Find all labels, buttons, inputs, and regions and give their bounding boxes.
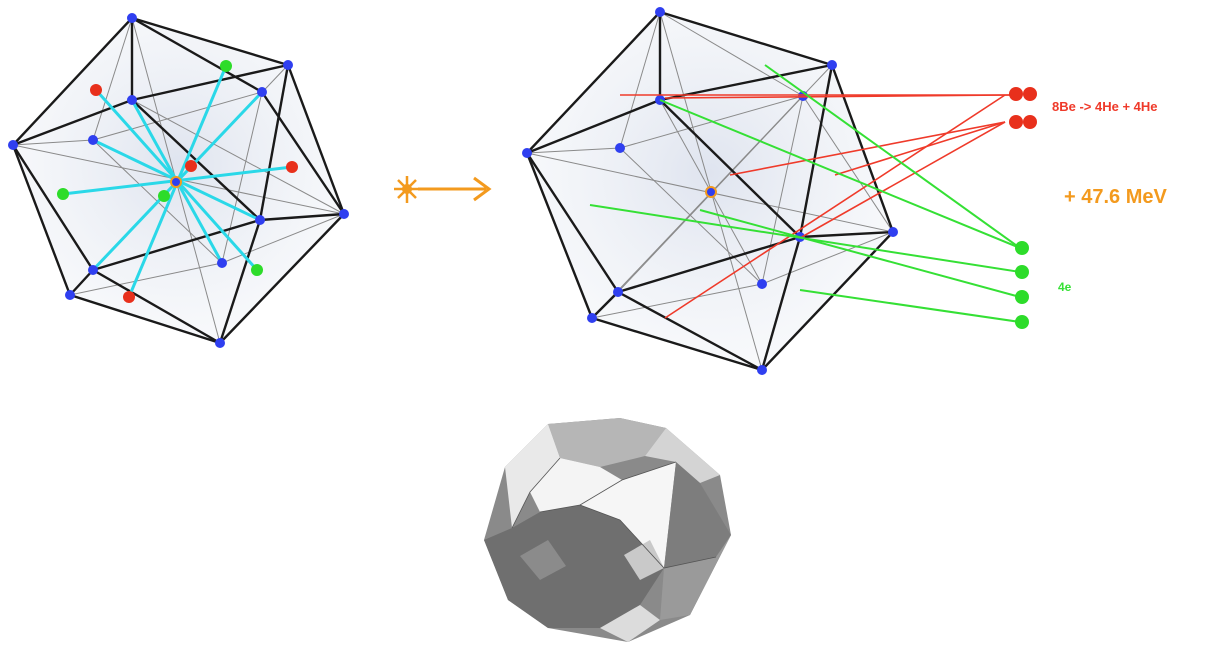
blue-node [827, 60, 837, 70]
left-polyhedron [8, 13, 349, 348]
alpha-particle [1023, 115, 1037, 129]
red-node [90, 84, 102, 96]
blue-node [215, 338, 225, 348]
green-node [251, 264, 263, 276]
blue-node [88, 135, 98, 145]
blue-node [255, 215, 265, 225]
green-node [220, 60, 232, 72]
blue-node [283, 60, 293, 70]
blue-node [217, 258, 227, 268]
right-polyhedron [522, 7, 898, 375]
green-emission-line [800, 290, 1020, 322]
energy-label: + 47.6 MeV [1064, 186, 1168, 208]
blue-node [127, 95, 137, 105]
center-node [706, 187, 716, 197]
output-particles [1009, 87, 1037, 329]
sun-burst-arrow-icon [394, 176, 489, 203]
blue-node [757, 279, 767, 289]
green-node [158, 190, 170, 202]
blue-node [757, 365, 767, 375]
green-node [57, 188, 69, 200]
green-particle-label: 4e [1058, 280, 1072, 294]
red-node [123, 291, 135, 303]
green-particle [1015, 290, 1029, 304]
green-particle [1015, 265, 1029, 279]
blue-node [615, 143, 625, 153]
alpha-particle [1009, 115, 1023, 129]
blue-node [613, 287, 623, 297]
blue-node [257, 87, 267, 97]
red-node [185, 160, 197, 172]
blue-node [65, 290, 75, 300]
green-particle [1015, 241, 1029, 255]
alpha-particle [1009, 87, 1023, 101]
blue-node [655, 7, 665, 17]
blue-node [522, 148, 532, 158]
blue-node [339, 209, 349, 219]
reaction-label: 8Be -> 4He + 4He [1052, 99, 1158, 114]
solid-polyhedron [484, 418, 731, 642]
blue-node [587, 313, 597, 323]
center-node [171, 177, 181, 187]
blue-node [127, 13, 137, 23]
alpha-particle [1023, 87, 1037, 101]
red-node [286, 161, 298, 173]
blue-node [888, 227, 898, 237]
green-particle [1015, 315, 1029, 329]
blue-node [88, 265, 98, 275]
blue-node [8, 140, 18, 150]
